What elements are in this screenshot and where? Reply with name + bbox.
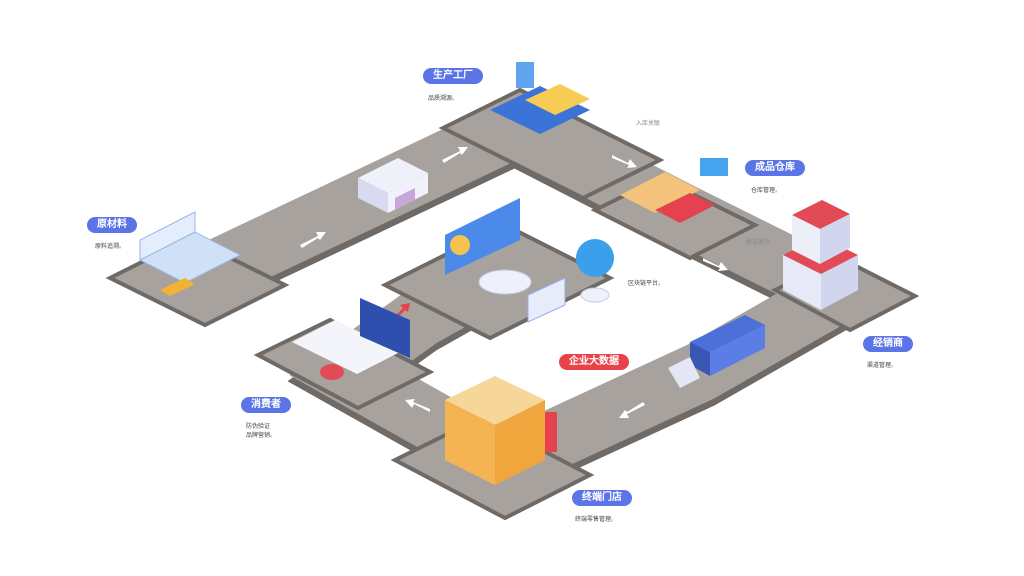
node-note-warehouse: 仓库管理。 — [751, 187, 782, 194]
warehouse-shelves — [620, 158, 728, 223]
node-label-big-data[interactable]: 企业大数据 — [559, 354, 629, 370]
arrow-icon — [442, 147, 468, 163]
arrow-icon — [612, 155, 637, 168]
consumer-room — [292, 298, 410, 380]
note-text: 终端零售管理 — [575, 516, 612, 523]
node-note-store: 终端零售管理。 — [575, 516, 618, 523]
node-label-factory[interactable]: 生产工厂 — [423, 68, 483, 84]
big-data-center — [445, 198, 614, 323]
note-text: 原料追溯 — [95, 243, 120, 250]
node-note-consumer: 防伪验证品牌营销。 — [246, 423, 277, 439]
greenhouse — [138, 211, 242, 296]
note-text: 品质溯源 — [428, 95, 453, 102]
note-line-1: 防伪验证 — [246, 423, 271, 430]
node-label-store[interactable]: 终端门店 — [572, 490, 632, 506]
arrow-icon — [703, 258, 728, 271]
note-line-2: 品牌营销 — [246, 432, 271, 439]
arrow-icon — [300, 232, 326, 248]
store-building — [445, 376, 557, 485]
node-note-distributor: 渠道管理。 — [867, 362, 898, 369]
factory-machines — [490, 62, 590, 134]
path-label-inbound: 入库关联 — [636, 120, 661, 127]
truck-2 — [668, 315, 765, 388]
node-label-distributor[interactable]: 经销商 — [863, 336, 913, 352]
node-label-raw-material[interactable]: 原材料 — [87, 217, 137, 233]
path-label-delivery: 配送发货 — [746, 239, 771, 246]
arrow-icon — [619, 402, 645, 418]
node-label-consumer[interactable]: 消费者 — [241, 397, 291, 413]
note-text: 渠道管理 — [867, 362, 892, 369]
note-text: 区块链平台 — [628, 280, 659, 287]
arrow-icon — [405, 399, 430, 412]
distributor-building — [783, 200, 858, 310]
node-note-raw-material: 原料追溯。 — [95, 243, 126, 250]
node-label-warehouse[interactable]: 成品仓库 — [745, 160, 805, 176]
node-note-factory: 品质溯源。 — [428, 95, 459, 102]
node-note-blockchain: 区块链平台。 — [628, 280, 665, 287]
note-text: 仓库管理 — [751, 187, 776, 194]
platform-factory — [438, 87, 665, 201]
truck-1 — [358, 158, 428, 213]
